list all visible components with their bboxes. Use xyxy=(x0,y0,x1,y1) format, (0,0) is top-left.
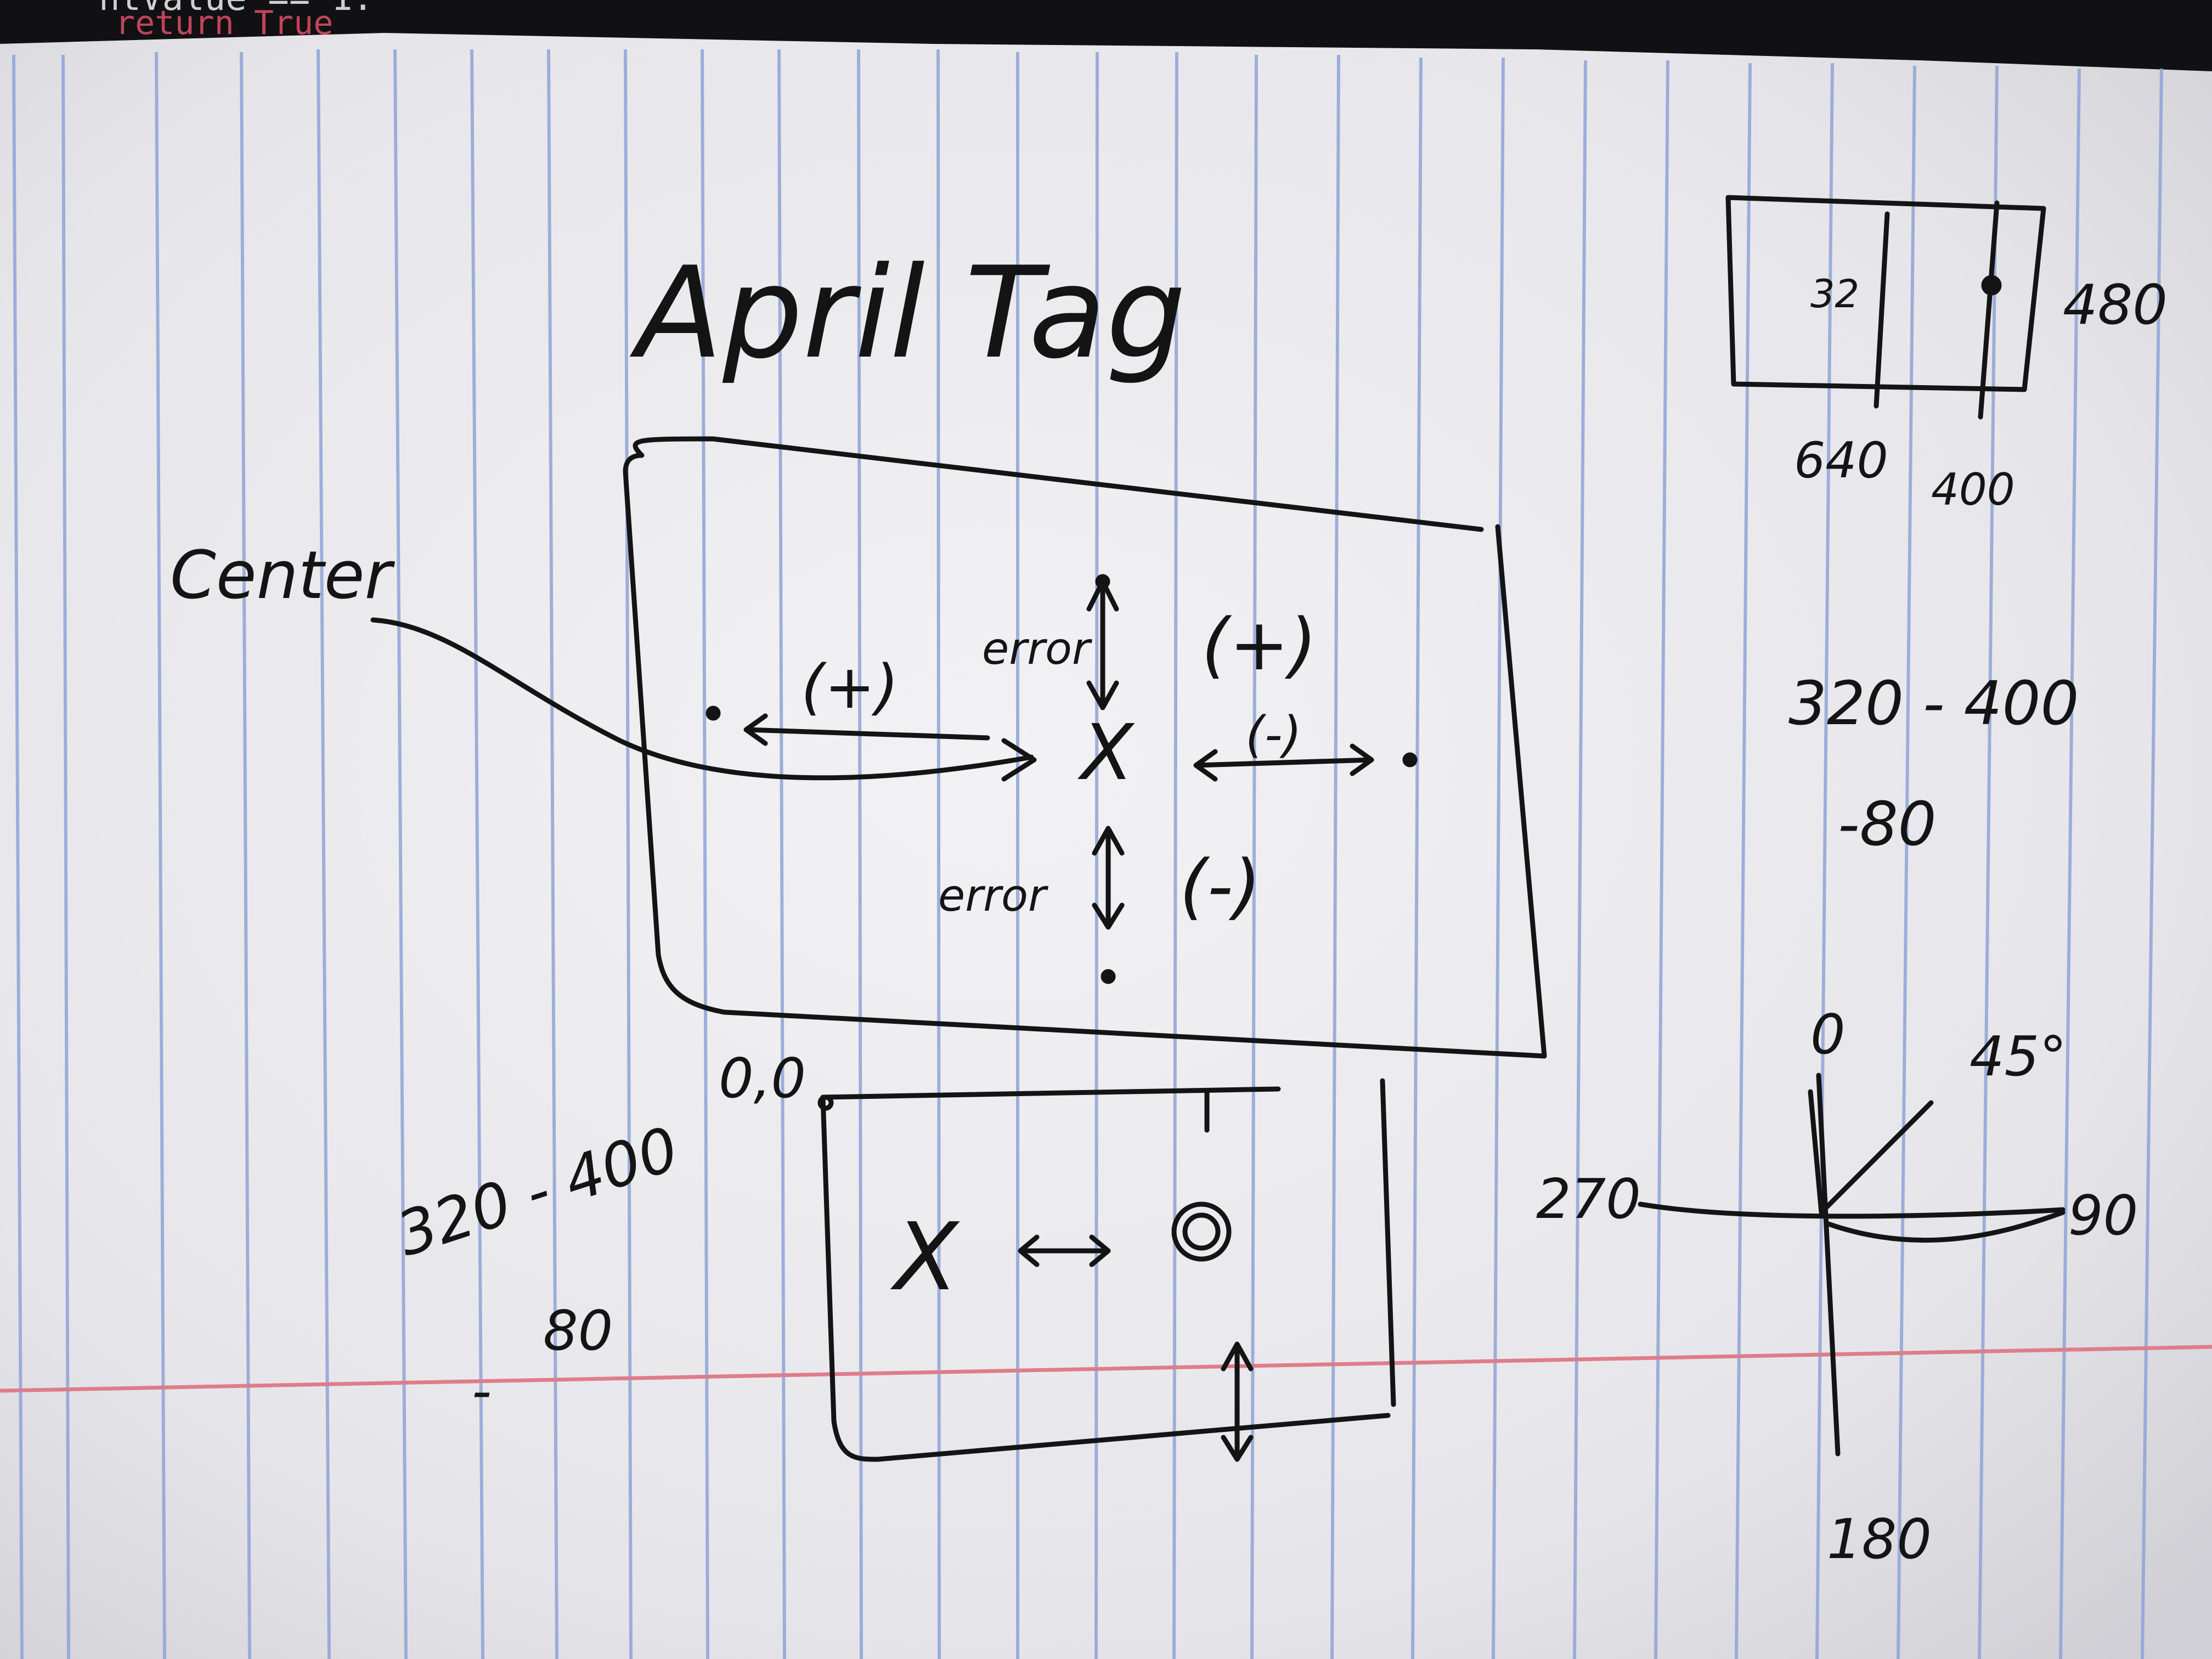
bottom-vertical-arrow xyxy=(1221,1341,1254,1462)
value-left-label: 80 xyxy=(543,1299,613,1363)
diff-right-label: -80 xyxy=(1838,789,1937,859)
bottom-frame-arrow xyxy=(1018,1234,1111,1267)
camera-frame xyxy=(623,436,1547,1059)
frame-width-label: 640 xyxy=(1794,432,1888,489)
ink-drawing xyxy=(370,195,2066,1462)
right-horizontal-arrow xyxy=(1193,743,1374,782)
code-line-1: ntValue == 1: xyxy=(99,0,374,19)
error-bottom-label: error xyxy=(938,870,1049,921)
left-horizontal-arrow xyxy=(743,713,990,746)
plus-left-label: (+) xyxy=(801,652,899,722)
compass-cross xyxy=(1638,1073,2066,1457)
center-x-mark: X xyxy=(1077,708,1135,798)
compass-90-label: 90 xyxy=(2068,1183,2138,1248)
frame-height-label: 480 xyxy=(2063,273,2168,337)
red-margin-line xyxy=(0,1345,2212,1393)
compass-270-label: 270 xyxy=(1536,1167,1641,1231)
plus-top-right-label: (+) xyxy=(1201,603,1317,686)
bottom-frame xyxy=(820,1078,1396,1462)
minus-right-label: (-) xyxy=(1245,706,1302,764)
origin-label: 0,0 xyxy=(719,1046,806,1110)
title-label: April Tag xyxy=(629,240,1186,387)
frame-center-mark-label: 32 xyxy=(1810,272,1859,317)
blue-ruled-lines xyxy=(12,49,2163,1659)
bottom-x-mark: X xyxy=(890,1203,960,1312)
minus-left-label: - xyxy=(472,1359,492,1423)
compass-180-label: 180 xyxy=(1827,1507,1932,1571)
frame-right-mark-label: 400 xyxy=(1931,464,2015,515)
center-arrow-curve xyxy=(370,617,1037,782)
bottom-error-arrow xyxy=(1092,826,1125,930)
error-top-label: error xyxy=(982,623,1093,674)
target-circle xyxy=(1171,1201,1232,1262)
compass-0-label: 0 xyxy=(1810,1002,1846,1066)
center-label: Center xyxy=(170,538,396,614)
compass-45-label: 45° xyxy=(1970,1024,2067,1088)
range-right-label: 320 - 400 xyxy=(1788,668,2079,738)
minus-bottom-label: (-) xyxy=(1180,844,1261,928)
small-frame xyxy=(1725,195,2046,392)
